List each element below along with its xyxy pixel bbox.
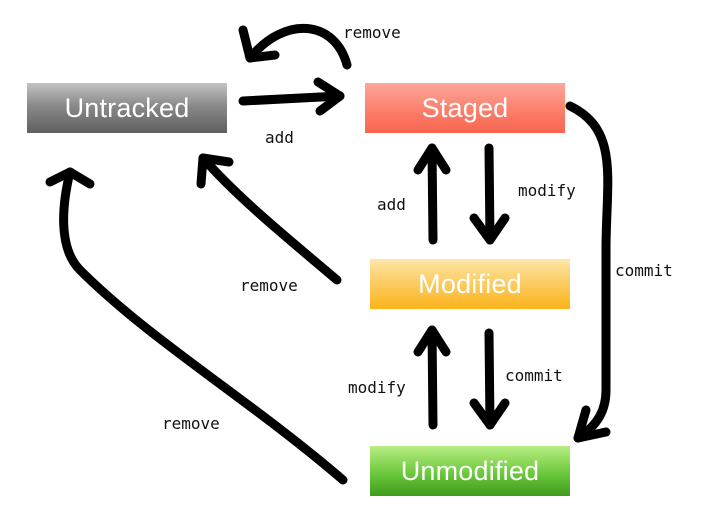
arrow-modified-to-unmodified [469, 328, 510, 430]
transition-label-staged-to-untracked: remove [343, 23, 401, 42]
state-unmodified-label: Unmodified [400, 455, 540, 486]
state-staged: Staged [365, 83, 565, 133]
arrow-staged-to-unmodified [565, 101, 613, 443]
arrow-modified-to-staged [413, 143, 451, 245]
state-unmodified: Unmodified [370, 446, 570, 496]
state-staged-label: Staged [421, 92, 509, 123]
transition-label-untracked-to-staged: add [265, 128, 294, 147]
state-modified: Modified [370, 259, 570, 309]
arrow-unmodified-to-modified [413, 325, 451, 430]
arrow-unmodified-to-untracked [45, 167, 348, 485]
transition-label-modified-to-unmodified: commit [505, 366, 563, 385]
transition-label-unmodified-to-modified: modify [348, 378, 406, 397]
state-untracked-label: Untracked [64, 92, 190, 123]
state-untracked: Untracked [27, 83, 227, 133]
state-modified-label: Modified [418, 268, 522, 299]
arrow-modified-to-untracked [196, 153, 342, 285]
arrow-untracked-to-staged [238, 77, 345, 116]
transition-label-staged-to-unmodified: commit [615, 261, 673, 280]
arrow-staged-to-untracked [238, 23, 352, 70]
arrow-staged-to-modified [469, 143, 510, 245]
transition-label-staged-to-modified: modify [518, 181, 576, 200]
transition-label-modified-to-untracked: remove [240, 276, 298, 295]
transition-label-unmodified-to-untracked: remove [162, 414, 220, 433]
transition-label-modified-to-staged: add [377, 195, 406, 214]
